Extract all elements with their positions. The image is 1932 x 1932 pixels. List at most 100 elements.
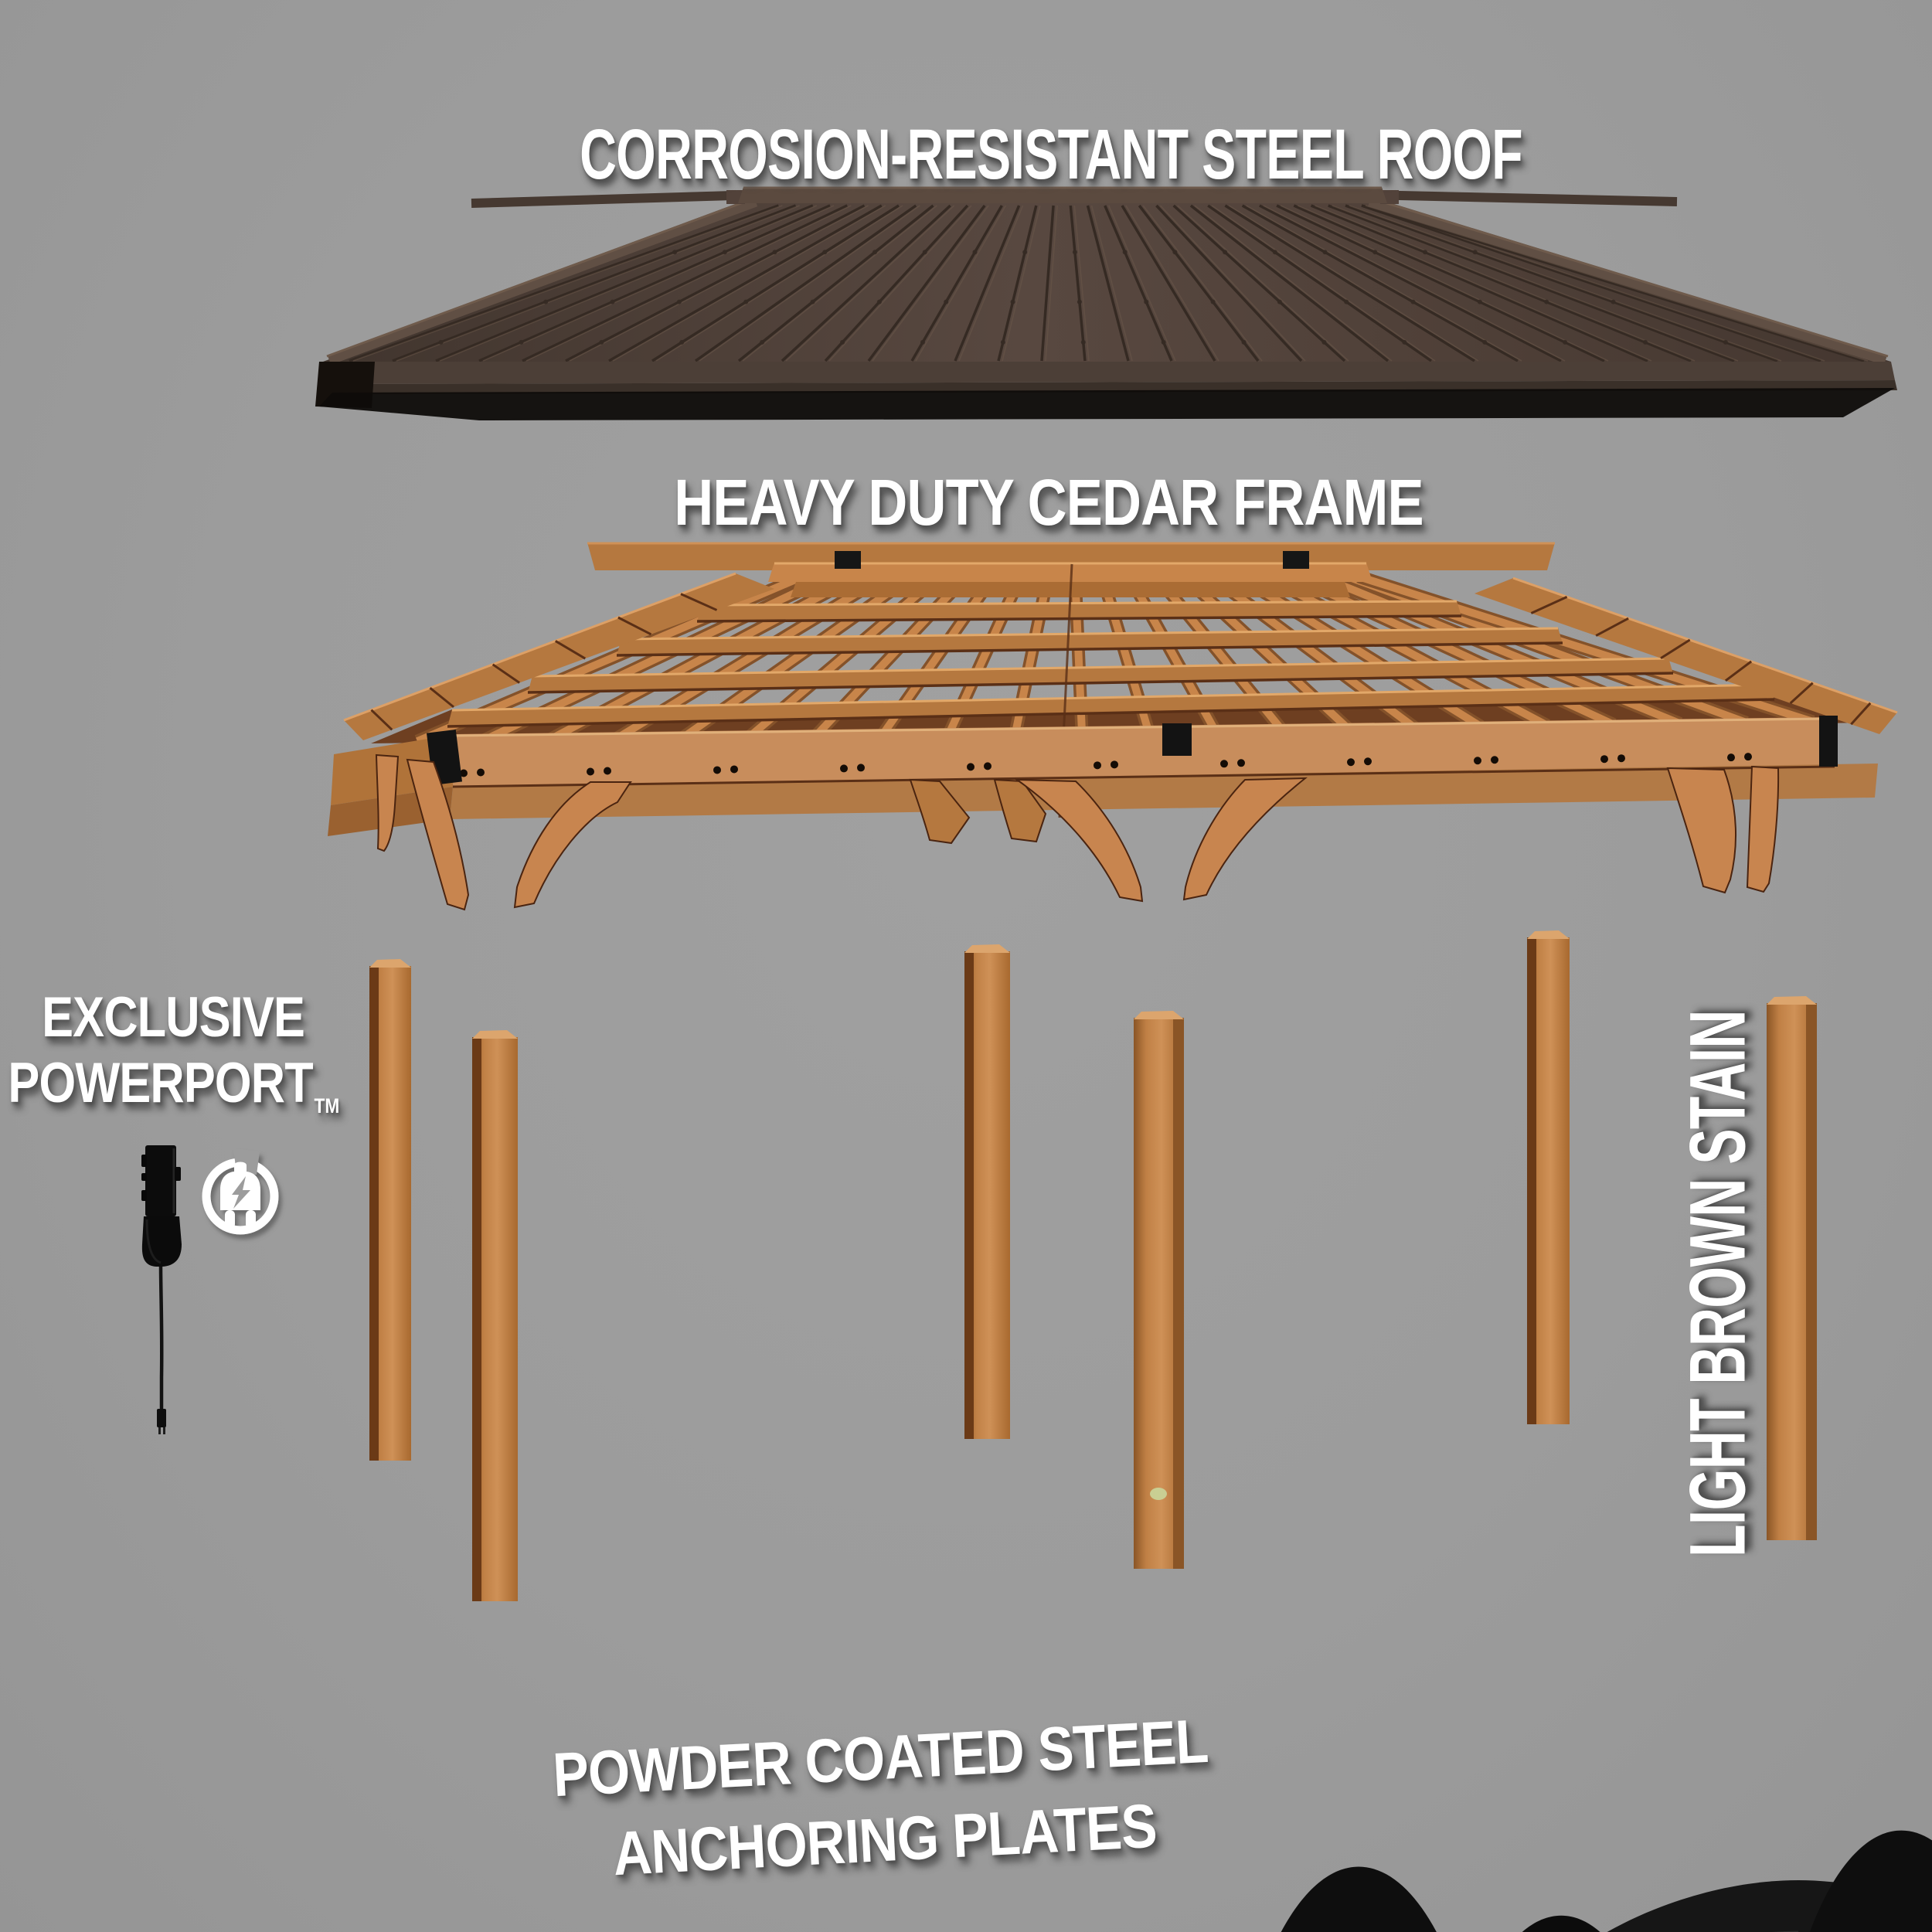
icon-lightning-bolt — [232, 1176, 250, 1209]
powerport-outlet-nub — [175, 1167, 181, 1181]
roof-panel-rib — [565, 204, 866, 362]
roof-panel-rib-highlight — [1073, 205, 1090, 362]
cedar-frame — [328, 542, 1898, 911]
roof-panel-rib — [1086, 205, 1130, 362]
band-screw — [1347, 758, 1355, 767]
roof-panel-rib — [1259, 204, 1562, 362]
roof-right-hip-cap — [1368, 196, 1887, 366]
stain-label-text: LIGHT BROWN STAIN — [1673, 1010, 1762, 1557]
roof-panel-rib — [1224, 204, 1475, 362]
roof-panel-rib — [608, 204, 883, 362]
roof-screw-dot — [922, 250, 927, 255]
band-screw — [984, 762, 992, 770]
roof-ridge-cap — [738, 187, 1387, 203]
powerport-label: EXCLUSIVE POWERPORTTM — [0, 985, 369, 1117]
roof-panel-rib-highlight — [1332, 205, 1739, 362]
roof-underside-shadow — [319, 388, 1895, 420]
roof-screw-dot — [772, 250, 777, 255]
knee-brace — [1182, 777, 1308, 901]
slat-gap — [429, 687, 454, 709]
slat-gap — [1850, 702, 1872, 726]
roof-panel-rib — [910, 205, 1003, 362]
roof-panel-rib-highlight — [1349, 205, 1782, 362]
roof-panel-rib — [1172, 204, 1346, 362]
roof-panel-rib-highlight — [915, 205, 1007, 362]
roof-screw-dot — [743, 299, 749, 304]
band-screw — [477, 768, 485, 777]
powerport-device — [141, 1145, 182, 1434]
roof-fascia — [319, 362, 1895, 384]
roof-panel-rib — [737, 204, 934, 362]
roof-screw-dot — [972, 250, 978, 255]
roof-screw-dot — [1402, 339, 1407, 345]
powerport-cord — [158, 1266, 164, 1409]
band-screw — [1491, 756, 1498, 764]
roof-screw-dot — [1223, 250, 1228, 255]
roof-panel-rib-highlight — [1280, 205, 1609, 362]
roof-screw-dot — [1161, 339, 1166, 345]
roof-panel-rib — [1040, 205, 1055, 362]
band-screw — [967, 763, 975, 771]
roof-screw-dot — [519, 339, 524, 345]
roof-screw-dot — [1010, 299, 1015, 304]
roof-panel-rib — [1138, 204, 1260, 362]
roof-screw-dot — [1241, 339, 1247, 345]
powerport-label-line2: POWERPORT — [8, 1052, 313, 1115]
roof-screw-dot — [1477, 299, 1482, 304]
frame-title-text: HEAVY DUTY CEDAR FRAME — [674, 466, 1423, 539]
roof-screw-dot — [543, 299, 549, 304]
roof-screw-dot — [944, 299, 949, 304]
roof-screw-dot — [920, 339, 925, 345]
roof-screw-dot — [438, 339, 444, 345]
icon-plug-prong — [246, 1210, 256, 1229]
knee-brace — [375, 753, 400, 852]
powerport-button — [141, 1173, 147, 1181]
roof-title-text: CORROSION-RESISTANT STEEL ROOF — [580, 115, 1523, 194]
band-screw — [1600, 755, 1608, 764]
roof-panel-rib-highlight — [396, 205, 800, 362]
stain-label: LIGHT BROWN STAIN — [1673, 882, 1764, 1686]
cedar-post-5 — [1527, 930, 1570, 1424]
frame-purlins — [447, 600, 1775, 728]
post-side-face — [964, 951, 974, 1439]
roof-panel-rib-highlight — [699, 205, 920, 362]
roof-panel-rib — [1361, 204, 1821, 362]
roof-panel-rib — [1121, 205, 1216, 362]
roof-panel-rib-highlight — [439, 205, 818, 362]
roof-panel-rib — [1310, 204, 1692, 362]
roof-screw-dot — [1077, 299, 1082, 304]
cedar-posts — [369, 930, 1817, 1601]
roof-panel-rib-highlight — [1211, 205, 1436, 362]
frame-ridge-bracket — [835, 551, 861, 569]
band-screw — [460, 769, 468, 777]
slat-gap — [680, 593, 718, 611]
roof-panel-rib-highlight — [1194, 205, 1393, 362]
roof-screw-dot — [1482, 339, 1488, 345]
frame-purlin — [447, 684, 1774, 727]
roof-panel-rib — [824, 204, 969, 362]
band-screw — [1094, 761, 1101, 770]
knee-brace — [1746, 765, 1780, 893]
roof-screw-dot — [1122, 250, 1128, 255]
roof-panel-rib — [651, 204, 900, 362]
roof-panel-rib — [1207, 204, 1432, 362]
power-plug-lightning-icon — [202, 1148, 279, 1235]
roof-screw-dot — [1643, 339, 1648, 345]
roof-panel-rib-highlight — [1298, 205, 1652, 362]
roof-panel-rib — [1241, 204, 1519, 362]
roof-screw-dot — [1022, 250, 1028, 255]
knee-brace — [1014, 778, 1144, 903]
band-screw — [1744, 753, 1752, 761]
roof-panel-rib-highlight — [742, 205, 937, 362]
post-side-face — [1527, 937, 1536, 1424]
roof-screw-dot — [872, 250, 878, 255]
roof-panel-rib — [867, 204, 986, 362]
frame-right-slat-gaps — [1530, 595, 1872, 726]
slat-gap — [492, 663, 521, 684]
slat-gap — [617, 616, 652, 636]
powerport-body — [145, 1145, 176, 1216]
roof-panel-rib-highlight — [785, 205, 955, 362]
roof-screw-dot — [1611, 299, 1616, 304]
powerport-label-line1: EXCLUSIVE — [41, 986, 305, 1049]
